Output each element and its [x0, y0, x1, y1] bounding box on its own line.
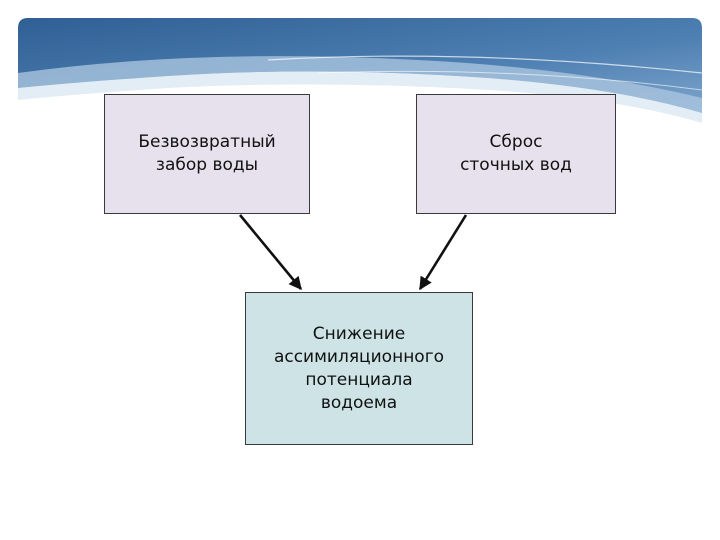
arrow-left-to-bottom — [238, 214, 303, 291]
node-label: Безвозвратный забор воды — [138, 132, 276, 175]
node-label: Снижение ассимиляционного потенциала вод… — [273, 323, 445, 413]
node-wastewater-discharge: Сброс сточных вод — [416, 94, 616, 214]
node-water-withdrawal: Безвозвратный забор воды — [104, 94, 310, 214]
header-banner — [18, 18, 702, 123]
node-assimilation-reduction: Снижение ассимиляционного потенциала вод… — [245, 292, 473, 445]
node-label: Сброс сточных вод — [460, 132, 572, 175]
arrow-right-to-bottom — [418, 214, 468, 291]
